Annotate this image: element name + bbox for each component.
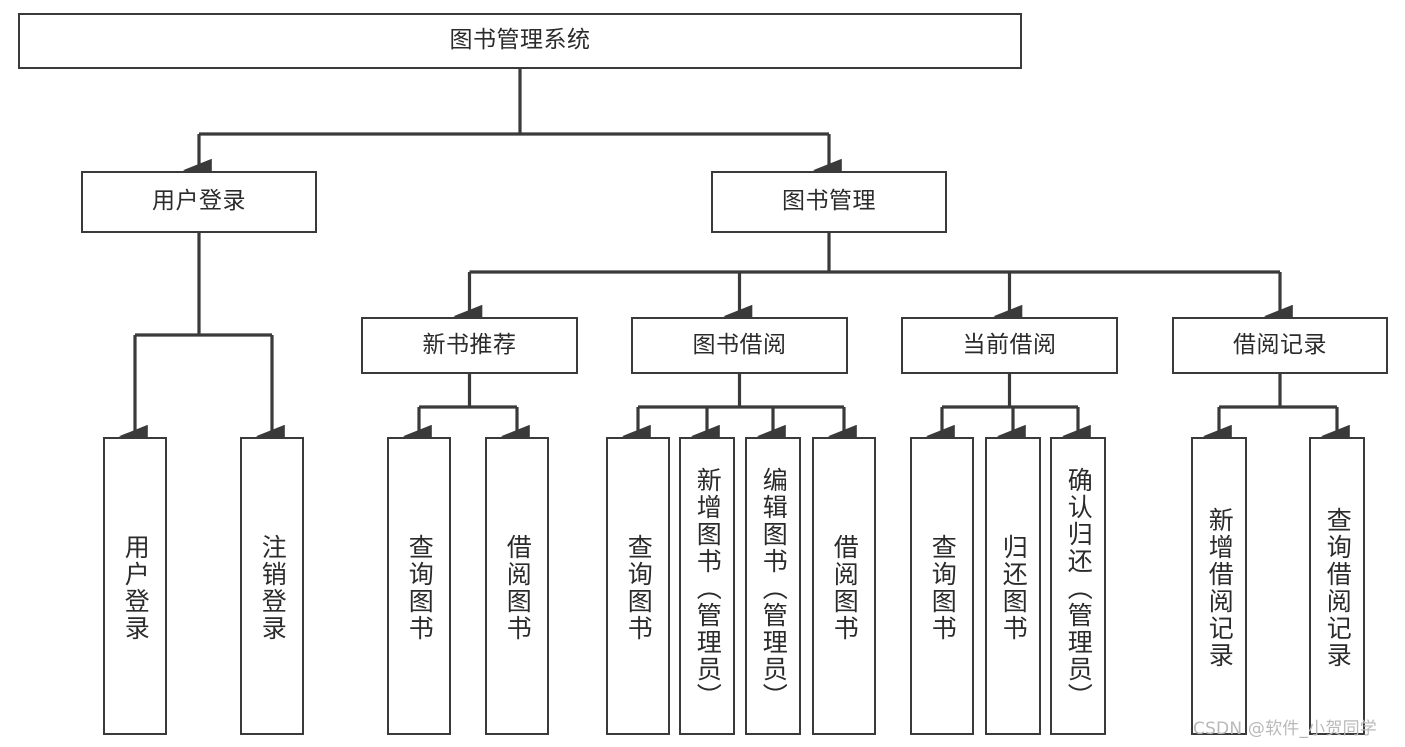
node-leaf-2-label: 查询图书 — [405, 534, 435, 642]
node-leaf-2[interactable]: 查询图书 — [387, 437, 451, 735]
node-leaf-6[interactable]: 编辑图书（管理员） — [745, 437, 801, 735]
node-leaf-6-label: 编辑图书（管理员） — [759, 466, 789, 710]
watermark-text: CSDN @软件_小贺同学 — [1193, 719, 1377, 739]
node-leaf-11[interactable]: 新增借阅记录 — [1191, 437, 1247, 735]
node-leaf-9-label: 归还图书 — [999, 534, 1029, 642]
node-leaf-4-label: 查询图书 — [624, 534, 654, 642]
node-leaf-3-label: 借阅图书 — [503, 534, 533, 642]
node-leaf-8-label: 查询图书 — [928, 534, 958, 642]
node-leaf-0-label: 用户登录 — [121, 534, 151, 642]
node-leaf-10-label: 确认归还（管理员） — [1064, 466, 1094, 710]
node-leaf-12[interactable]: 查询借阅记录 — [1309, 437, 1365, 735]
node-level2-1[interactable]: 图书管理 — [711, 171, 947, 233]
node-leaf-3[interactable]: 借阅图书 — [485, 437, 549, 735]
node-leaf-8[interactable]: 查询图书 — [910, 437, 974, 735]
node-leaf-5-label: 新增图书（管理员） — [693, 466, 723, 710]
node-level3-2[interactable]: 当前借阅 — [901, 317, 1118, 374]
node-level2-1-label: 图书管理 — [782, 188, 876, 215]
node-leaf-4[interactable]: 查询图书 — [606, 437, 670, 735]
node-level2-0-label: 用户登录 — [152, 188, 246, 215]
node-level3-3[interactable]: 借阅记录 — [1172, 317, 1388, 374]
node-root[interactable]: 图书管理系统 — [18, 13, 1022, 69]
node-level3-1-label: 图书借阅 — [692, 331, 787, 358]
node-leaf-0[interactable]: 用户登录 — [103, 437, 167, 735]
node-leaf-7-label: 借阅图书 — [830, 534, 860, 642]
node-level3-0[interactable]: 新书推荐 — [361, 317, 578, 374]
node-leaf-1[interactable]: 注销登录 — [240, 437, 304, 735]
node-leaf-9[interactable]: 归还图书 — [985, 437, 1041, 735]
node-leaf-10[interactable]: 确认归还（管理员） — [1050, 437, 1106, 735]
node-leaf-11-label: 新增借阅记录 — [1205, 507, 1235, 669]
node-level3-3-label: 借阅记录 — [1233, 331, 1327, 358]
node-level2-0[interactable]: 用户登录 — [81, 171, 317, 233]
node-leaf-7[interactable]: 借阅图书 — [812, 437, 876, 735]
node-level3-2-label: 当前借阅 — [962, 331, 1057, 358]
node-level3-1[interactable]: 图书借阅 — [631, 317, 848, 374]
node-leaf-12-label: 查询借阅记录 — [1323, 507, 1353, 669]
node-level3-0-label: 新书推荐 — [422, 331, 517, 358]
node-leaf-1-label: 注销登录 — [258, 534, 288, 642]
node-leaf-5[interactable]: 新增图书（管理员） — [679, 437, 735, 735]
node-root-label: 图书管理系统 — [449, 27, 591, 54]
